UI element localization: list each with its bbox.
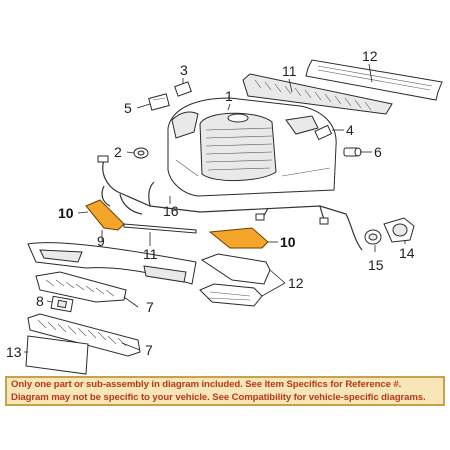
- part-4-clip: [314, 124, 333, 141]
- disclaimer-line-1: Only one part or sub-assembly in diagram…: [11, 379, 402, 390]
- part-5-bracket: [148, 93, 170, 111]
- part-16-fog-lamp: [383, 217, 415, 243]
- callout-15: 13: [6, 344, 22, 360]
- part-10-right-bezel-highlighted: [208, 227, 269, 249]
- disclaimer-line-2: Diagram may not be specific to your vehi…: [11, 391, 426, 403]
- part-17-sensor: [364, 229, 382, 245]
- part-7-upper-grille-insert: [35, 271, 127, 303]
- callout-18: 16: [163, 203, 179, 219]
- callout-10-right: 10: [280, 234, 296, 250]
- part-6-sensor: [343, 147, 362, 157]
- disclaimer-banner: Only one part or sub-assembly in diagram…: [5, 376, 445, 406]
- callout-11: 11: [143, 246, 158, 262]
- part-7-lower-grille-insert: [27, 313, 141, 357]
- part-2-sensor: [133, 147, 149, 159]
- callout-6: 6: [374, 144, 382, 160]
- callout-16: 14: [399, 245, 415, 261]
- callout-1: 1: [225, 88, 233, 104]
- part-14-reinforcement-bar: [305, 59, 443, 101]
- part-1-bumper-cover: [167, 97, 337, 197]
- callout-4: 4: [346, 122, 354, 138]
- callout-10-left: 10: [58, 205, 74, 221]
- part-3-plug: [174, 81, 192, 97]
- callout-7-upper: 7: [146, 299, 154, 315]
- callout-7-lower: 7: [145, 342, 153, 358]
- leader-lines: [24, 63, 406, 353]
- callout-8: 8: [36, 293, 44, 309]
- part-9-lower-valance: [27, 242, 197, 285]
- callout-2: 2: [114, 144, 122, 160]
- callout-17: 15: [368, 257, 384, 273]
- part-18-wiring-harness: [97, 155, 363, 251]
- callout-14: 12: [362, 48, 378, 64]
- part-13-energy-absorber: [242, 73, 393, 115]
- callout-5: 5: [124, 100, 132, 116]
- callout-labels: 3 5 1 11 12 4 2 6 16 10 10 9 11 12 15 14…: [6, 48, 415, 360]
- callout-13: 11: [282, 63, 297, 79]
- part-15-license-bracket: [25, 335, 89, 375]
- part-11-trim-strip: [123, 223, 197, 234]
- part-10-left-bezel-highlighted: [85, 199, 125, 231]
- part-12-fog-lamp-bezels: [199, 253, 271, 307]
- callout-12: 12: [288, 275, 304, 291]
- part-8-clip: [50, 295, 74, 313]
- callout-3: 3: [180, 62, 188, 78]
- callout-9: 9: [97, 233, 105, 249]
